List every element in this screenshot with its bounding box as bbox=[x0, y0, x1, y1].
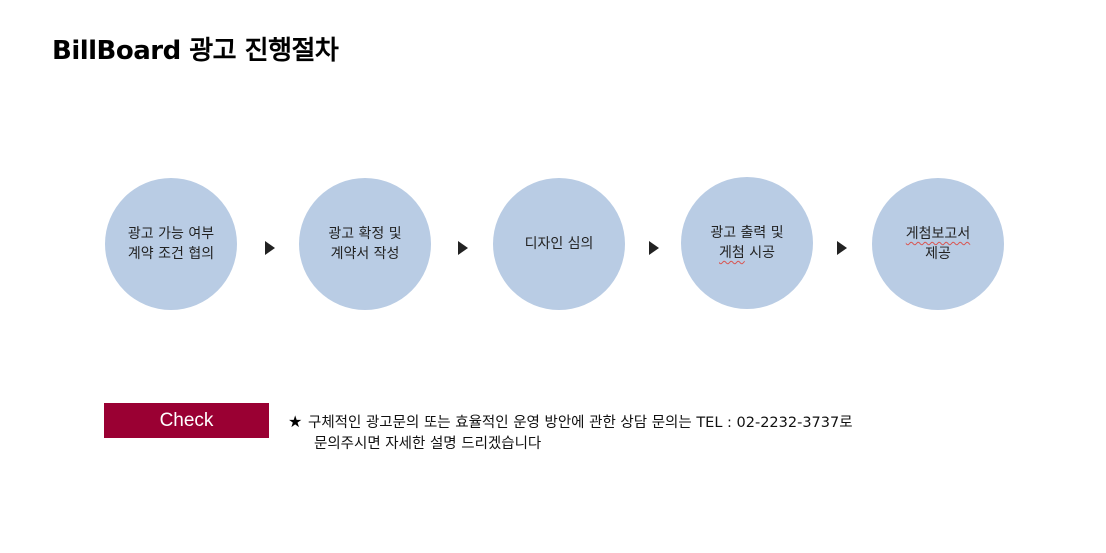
step-2-line-1: 광고 확정 및 bbox=[328, 226, 402, 242]
step-4-line-1: 광고 출력 및 bbox=[710, 225, 784, 241]
step-4-line-2: 게첨 시공 bbox=[719, 243, 775, 263]
star-icon: ★ bbox=[288, 412, 303, 431]
step-4-word-gecheom: 게첨 bbox=[719, 245, 745, 261]
step-1-line-2: 계약 조건 협의 bbox=[127, 246, 215, 262]
check-badge: Check bbox=[104, 403, 269, 438]
step-3-line-1: 디자인 심의 bbox=[524, 236, 594, 252]
step-arrow-2 bbox=[458, 241, 468, 255]
process-step-2: 광고 확정 및 계약서 작성 bbox=[299, 178, 431, 310]
step-5-line-1: 게첨보고서 bbox=[905, 226, 971, 242]
step-arrow-4 bbox=[837, 241, 847, 255]
step-arrow-3 bbox=[649, 241, 659, 255]
step-5-line-2: 제공 bbox=[925, 246, 951, 262]
process-step-1: 광고 가능 여부 계약 조건 협의 bbox=[105, 178, 237, 310]
contact-note-line-1: ★ 구체적인 광고문의 또는 효율적인 운영 방안에 관한 상담 문의는 TEL … bbox=[288, 411, 853, 434]
step-arrow-1 bbox=[265, 241, 275, 255]
step-2-line-2: 계약서 작성 bbox=[330, 246, 400, 262]
contact-note-text-1: 구체적인 광고문의 또는 효율적인 운영 방안에 관한 상담 문의는 TEL :… bbox=[308, 415, 853, 431]
process-step-3: 디자인 심의 bbox=[493, 178, 625, 310]
step-4-word-sigong: 시공 bbox=[744, 245, 775, 261]
process-step-5: 게첨보고서 제공 bbox=[872, 178, 1004, 310]
process-step-4: 광고 출력 및 게첨 시공 bbox=[681, 177, 813, 309]
contact-note: ★ 구체적인 광고문의 또는 효율적인 운영 방안에 관한 상담 문의는 TEL … bbox=[288, 411, 853, 455]
step-1-line-1: 광고 가능 여부 bbox=[127, 226, 215, 242]
contact-note-line-2: 문의주시면 자세한 설명 드리겠습니다 bbox=[314, 436, 542, 452]
page-title: BillBoard 광고 진행절차 bbox=[52, 36, 339, 66]
